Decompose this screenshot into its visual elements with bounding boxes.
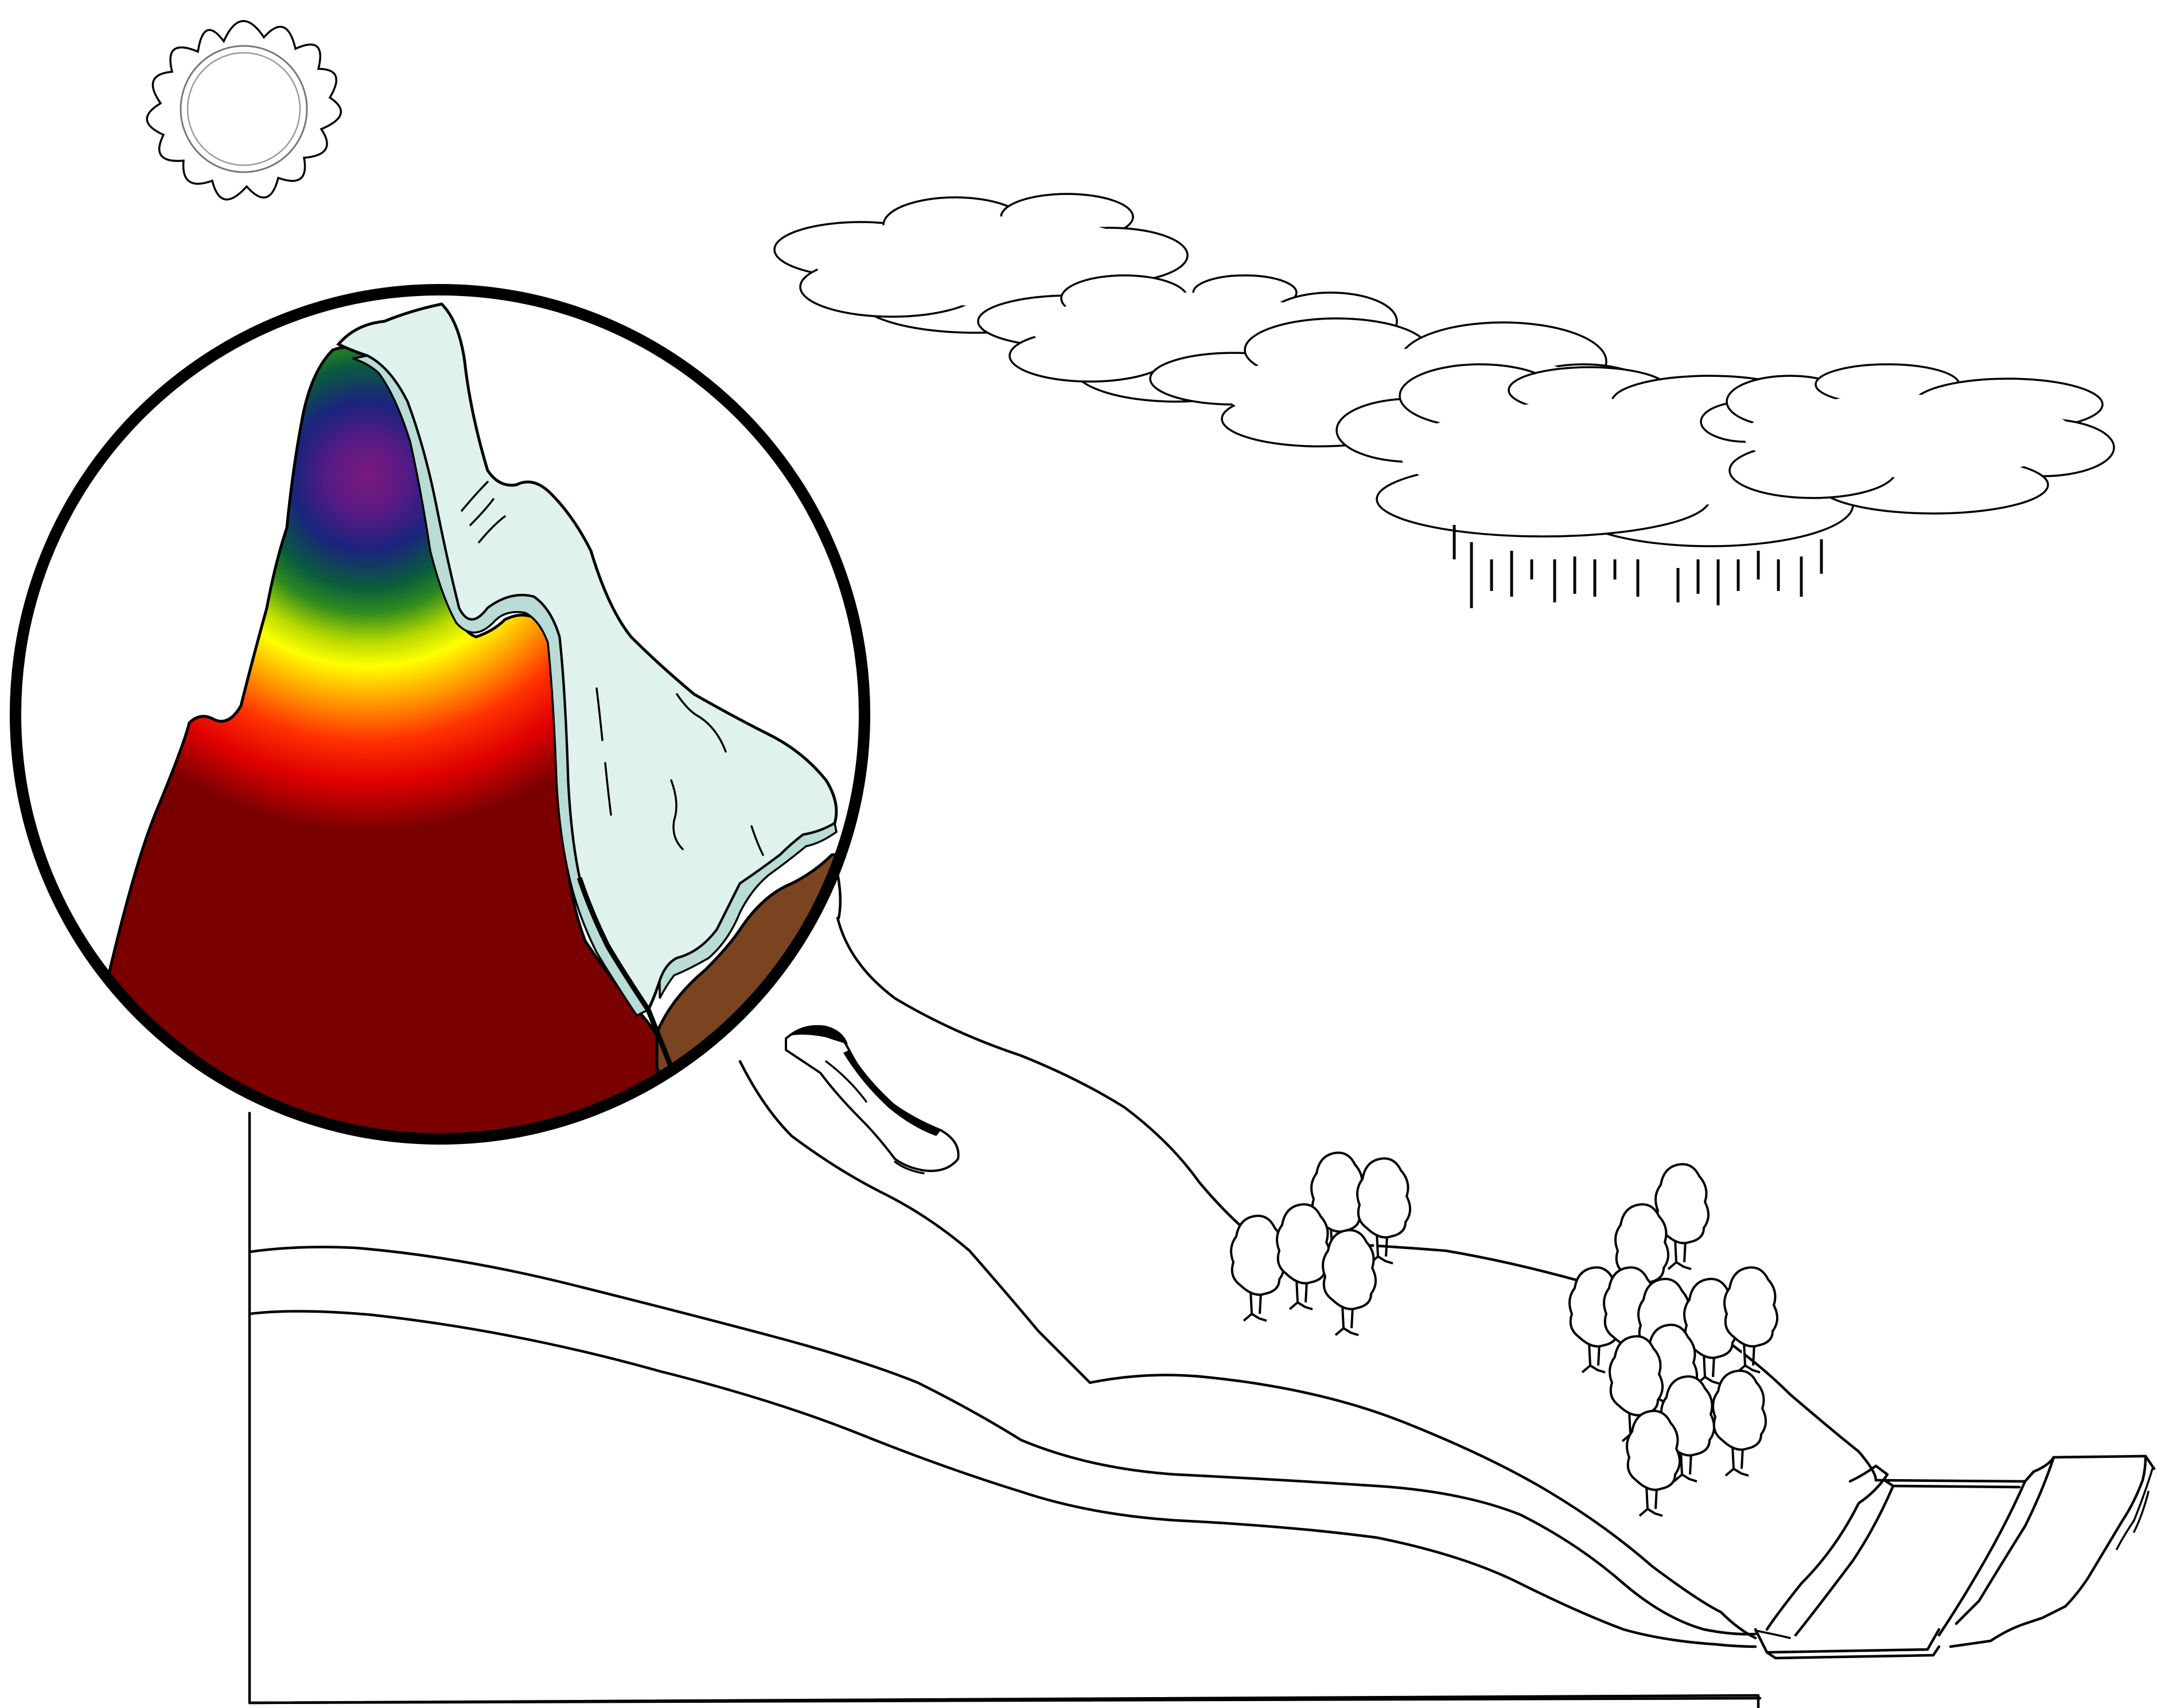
tree-group [1230,1151,1778,1517]
tree-icon [1276,1203,1331,1310]
hillside-cross-section [248,916,1878,1708]
tree-icon [1322,1229,1377,1336]
tree-icon [1723,1266,1778,1374]
river-channel-block [1754,1454,2156,1660]
rain-icon [1453,525,1823,608]
tree-icon [1230,1215,1285,1322]
ice-patch-icon [785,1025,960,1174]
sun-icon [146,20,342,201]
tree-icon [1356,1157,1411,1265]
tree-icon [1626,1410,1681,1517]
cloud-5 [1700,363,2115,515]
tree-icon [1712,1369,1767,1477]
cloud-icon [773,193,2115,547]
cloud-1 [773,193,1189,334]
magnifier-lens-icon [5,279,875,1149]
tree-icon [1654,1163,1710,1270]
